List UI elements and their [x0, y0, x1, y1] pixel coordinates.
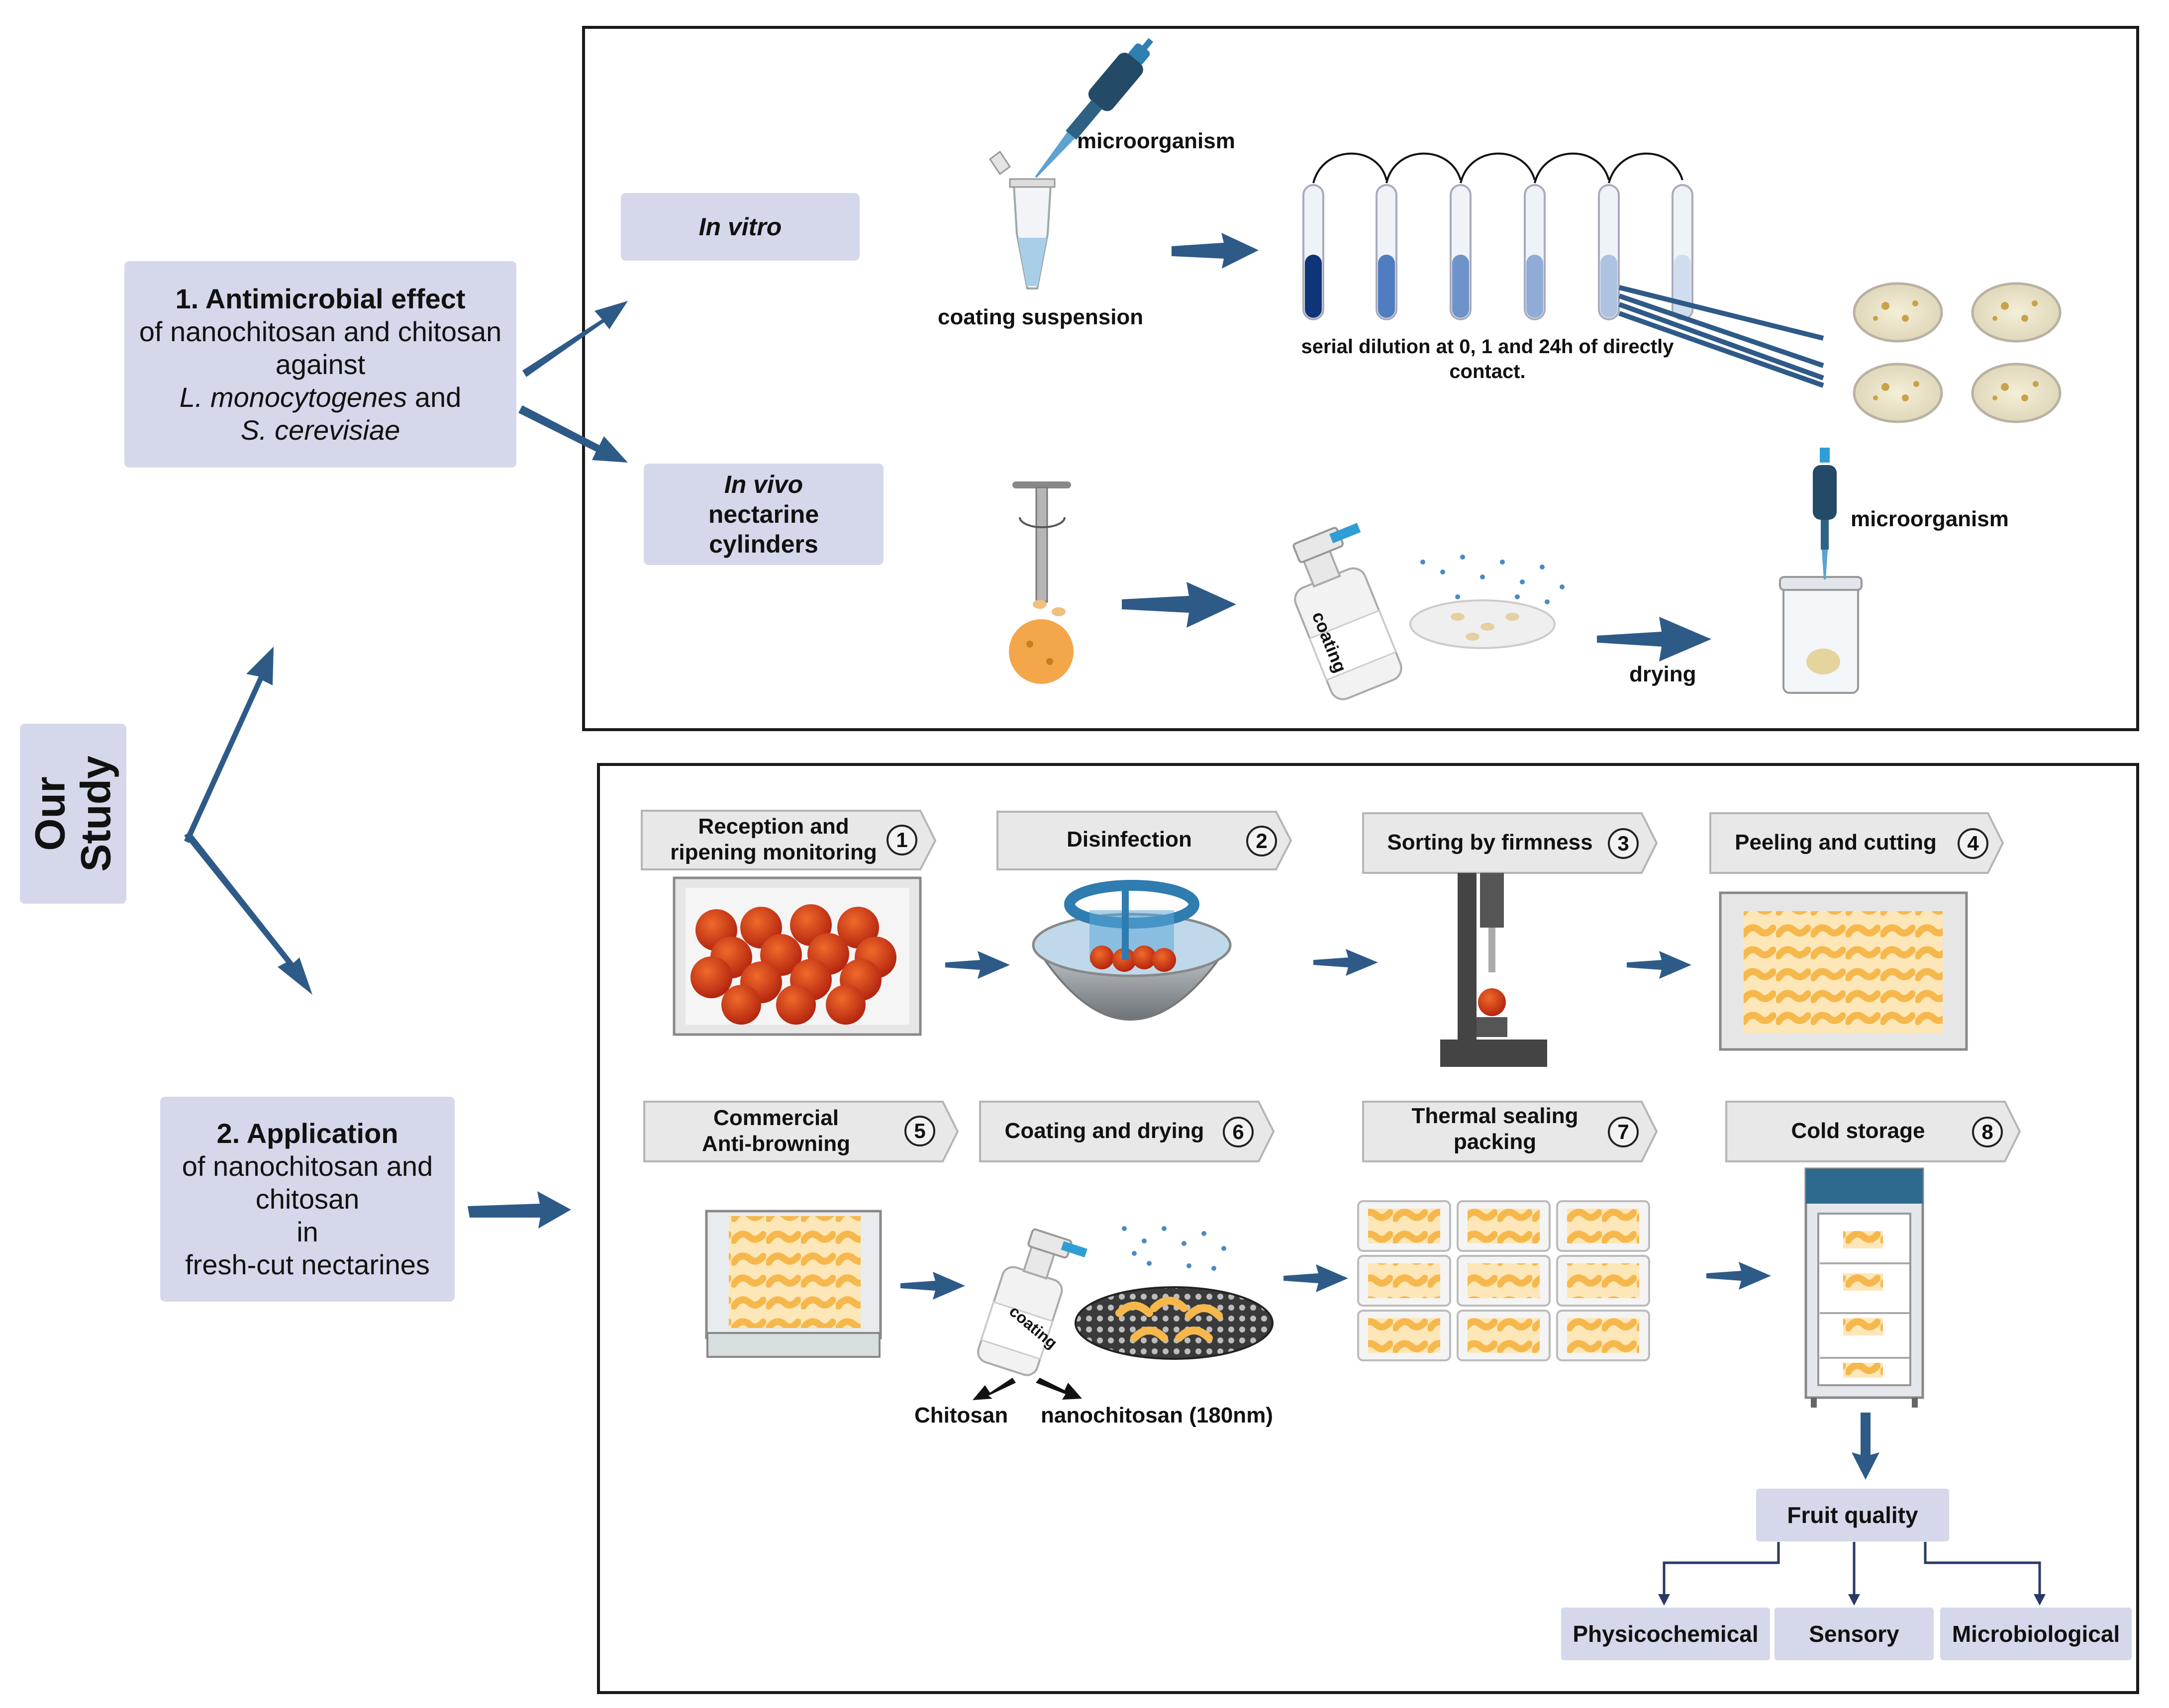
application-panel	[597, 763, 2139, 1694]
microorganism-label: microorganism	[1077, 129, 1235, 153]
petri-dishes	[1853, 282, 2062, 423]
physicochemical-box: Physicochemical	[1561, 1608, 1770, 1660]
pipette-icon	[1035, 38, 1154, 178]
step-3-number: 3	[1608, 828, 1639, 859]
coating-suspension-label: coating suspension	[938, 305, 1144, 329]
chitosan-label: Chitosan	[914, 1403, 1008, 1427]
step-7-number: 7	[1608, 1117, 1639, 1147]
fridge-icon	[1804, 1167, 1924, 1408]
box1-line3: against	[275, 348, 366, 380]
texture-analyzer-icon	[1440, 873, 1547, 1067]
box2-line4: in	[296, 1216, 318, 1247]
spray-bottle-2-icon	[977, 1228, 1087, 1376]
colonies	[1873, 300, 2039, 401]
step-tags	[641, 810, 2021, 1162]
spray-bottle-icon	[1292, 523, 1402, 700]
drying-label: drying	[1629, 662, 1696, 686]
box1-line2: of nanochitosan and chitosan	[139, 315, 502, 347]
jar-icon	[1779, 576, 1863, 694]
application-box: 2. Application of nanochitosan and chito…	[160, 1097, 455, 1302]
step-2-label: Disinfection	[1067, 827, 1192, 852]
mesh-tray	[1409, 599, 1556, 649]
disinfection-bowl-icon	[1032, 880, 1232, 1021]
pipette-vertical-icon	[1813, 448, 1837, 579]
nanochitosan-label: nanochitosan (180nm)	[1041, 1403, 1273, 1427]
microbiological-box: Microbiological	[1940, 1608, 2132, 1660]
step-8-label: Cold storage	[1791, 1119, 1925, 1143]
eppendorf-tube-icon	[988, 150, 1056, 289]
box1-line4: L. monocytogenes and	[179, 381, 462, 413]
microorganism-label-2: microorganism	[1851, 507, 2009, 531]
step-2-number: 2	[1246, 826, 1277, 856]
box2-line5: fresh-cut nectarines	[185, 1249, 430, 1280]
step-5-number: 5	[904, 1116, 935, 1146]
anti-browning-tray-icon	[705, 1210, 882, 1358]
application-heading: 2. Application	[216, 1118, 398, 1149]
box2-line3: chitosan	[255, 1183, 360, 1215]
step-1-number: 1	[887, 825, 917, 855]
step-6-label: Coating and drying	[1004, 1119, 1204, 1143]
antimicrobial-effect-box: 1. Antimicrobial effect of nanochitosan …	[124, 261, 516, 468]
in-vitro-in-vivo-panel	[582, 26, 2139, 731]
red-fruits	[690, 904, 896, 1025]
antimicrobial-heading: 1. Antimicrobial effect	[175, 283, 466, 314]
sensory-box: Sensory	[1775, 1608, 1934, 1660]
fruit-quality-box: Fruit quality	[1756, 1489, 1949, 1541]
step-6-number: 6	[1223, 1117, 1254, 1147]
box1-line5: S. cerevisiae	[240, 414, 400, 446]
spray-droplets	[1420, 555, 1565, 607]
spray-droplets-2	[1122, 1226, 1226, 1271]
step-8-number: 8	[1972, 1117, 2003, 1147]
serial-dilution-label: serial dilution at 0, 1 and 24h of direc…	[1301, 336, 1674, 382]
step-3-label: Sorting by firmness	[1387, 830, 1593, 854]
box2-line2: of nanochitosan and	[182, 1150, 433, 1182]
cork-borer-icon	[1009, 481, 1074, 684]
our-study-label: Our Study	[20, 724, 126, 904]
step-4-label: Peeling and cutting	[1735, 830, 1937, 854]
slices-tray-icon	[1719, 891, 1968, 1051]
in-vitro-box: In vitro	[621, 193, 860, 261]
step-4-number: 4	[1958, 828, 1988, 859]
dilution-tubes	[1302, 152, 1693, 320]
in-vivo-box: In vivo nectarine cylinders	[644, 464, 884, 565]
big-arrows	[184, 301, 628, 1229]
